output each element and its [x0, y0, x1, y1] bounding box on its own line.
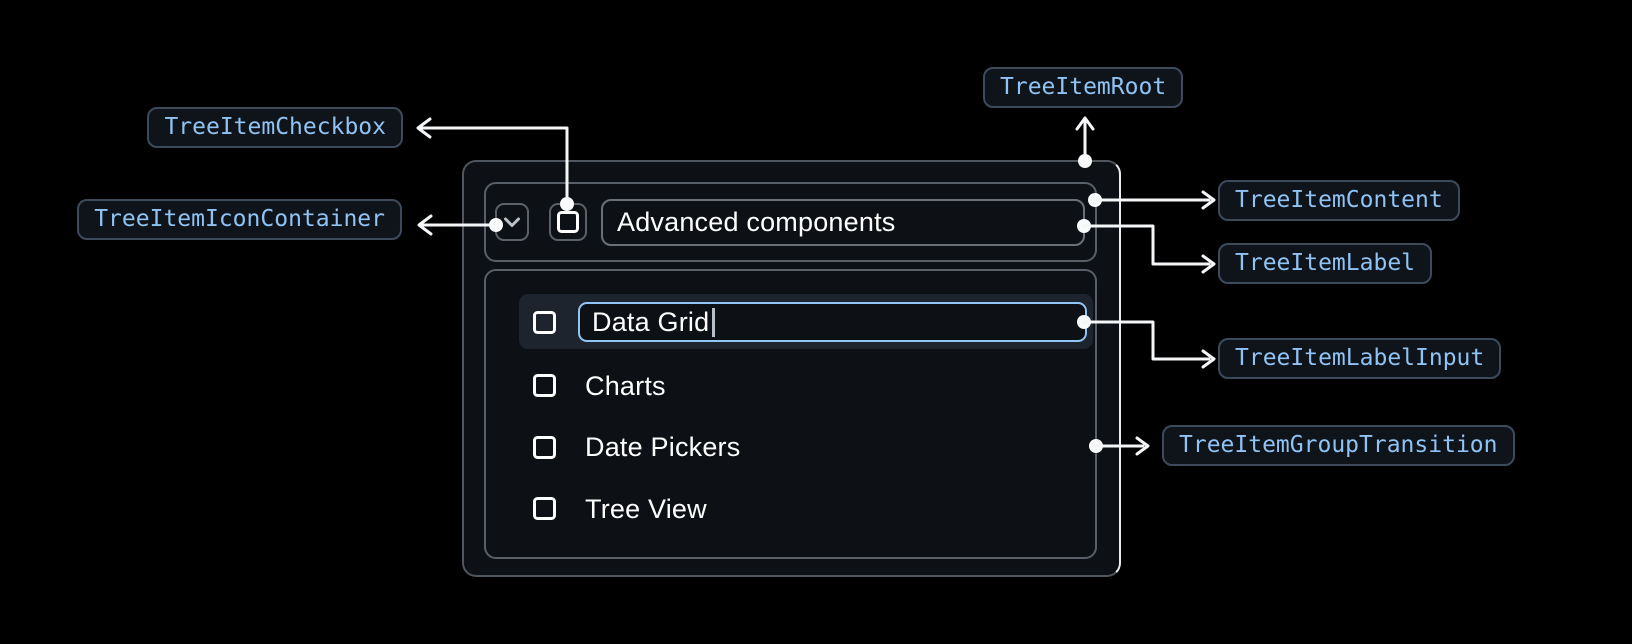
tree-item-root-box — [462, 160, 1121, 577]
tree-item-content-box — [484, 182, 1097, 262]
tree-item-label-input-field[interactable]: Data Grid — [578, 302, 1087, 342]
badge-tree-item-label-input: TreeItemLabelInput — [1218, 338, 1502, 379]
arrowhead-right-label — [1201, 254, 1216, 274]
tree-item-tree-view[interactable]: Tree View — [585, 494, 707, 524]
text-cursor — [712, 307, 716, 337]
badge-tree-item-checkbox: TreeItemCheckbox — [147, 107, 403, 148]
arrowhead-right-group-transition — [1135, 436, 1150, 456]
label-input-value: Data Grid — [592, 306, 710, 337]
chevron-down-icon — [504, 217, 520, 227]
badge-tree-item-label: TreeItemLabel — [1218, 243, 1433, 284]
badge-tree-item-content: TreeItemContent — [1218, 180, 1460, 221]
tree-item-charts[interactable]: Charts — [585, 371, 666, 401]
checkbox-unchecked-icon — [557, 211, 579, 233]
checkbox-charts[interactable] — [533, 374, 556, 397]
badge-tree-item-root: TreeItemRoot — [983, 67, 1184, 108]
tree-item-date-pickers[interactable]: Date Pickers — [585, 432, 741, 462]
badge-tree-item-icon-container: TreeItemIconContainer — [77, 199, 402, 240]
parent-item-label: Advanced components — [617, 207, 896, 237]
tree-item-checkbox-box[interactable] — [549, 203, 587, 241]
arrowhead-left-icon-container — [417, 214, 433, 236]
tree-item-label-box: Advanced components — [601, 199, 1085, 246]
checkbox-tree-view[interactable] — [533, 497, 556, 520]
checkbox-date-pickers[interactable] — [533, 436, 556, 459]
arrowhead-right-content — [1201, 190, 1216, 210]
badge-tree-item-group-transition: TreeItemGroupTransition — [1162, 425, 1515, 466]
arrowhead-up-root — [1075, 116, 1095, 131]
arrowhead-left-checkbox — [416, 117, 432, 139]
tree-item-icon-container-box[interactable] — [495, 203, 529, 241]
tree-item-group-transition-box — [484, 269, 1097, 559]
checkbox-data-grid[interactable] — [533, 311, 556, 334]
arrowhead-right-label-input — [1201, 349, 1216, 369]
